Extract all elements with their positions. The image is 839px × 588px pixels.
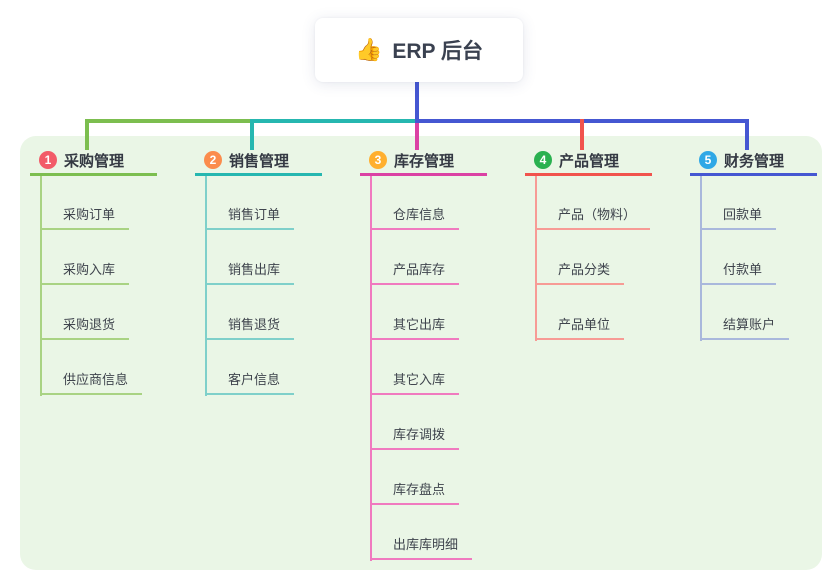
- leaf-node[interactable]: 销售订单: [205, 203, 295, 230]
- leaf-node[interactable]: 回款单: [700, 203, 777, 230]
- leaf-node-label: 结算账户: [723, 317, 776, 332]
- root-node-label: ERP 后台: [392, 40, 484, 63]
- leaf-node-label: 销售订单: [228, 207, 281, 222]
- leaf-node-label: 采购订单: [63, 207, 116, 222]
- leaf-node[interactable]: 产品分类: [535, 258, 625, 285]
- leaf-node-label: 采购退货: [63, 317, 116, 332]
- branch-node-财务管理[interactable]: 5 财务管理: [690, 147, 817, 176]
- branch-label: 财务管理: [724, 152, 785, 170]
- branch-label: 采购管理: [64, 152, 125, 170]
- branch-number-badge: 5: [699, 151, 717, 169]
- leaf-node[interactable]: 产品（物料）: [535, 203, 651, 230]
- leaf-node-label: 其它入库: [393, 372, 446, 387]
- leaf-node[interactable]: 销售出库: [205, 258, 295, 285]
- branch-label: 销售管理: [229, 152, 290, 170]
- leaf-node-label: 客户信息: [228, 372, 281, 387]
- root-trunk-line: [415, 82, 419, 120]
- leaf-node[interactable]: 库存盘点: [370, 478, 460, 505]
- leaf-node-label: 付款单: [723, 262, 763, 277]
- branch-drop-line: [250, 119, 254, 150]
- leaf-node-label: 产品（物料）: [558, 207, 637, 222]
- leaf-node[interactable]: 其它出库: [370, 313, 460, 340]
- leaf-node[interactable]: 付款单: [700, 258, 777, 285]
- branch-number-badge: 1: [39, 151, 57, 169]
- branch-drop-line: [415, 123, 419, 150]
- branch-spine-line: [535, 176, 537, 341]
- branch-label: 库存管理: [394, 152, 455, 170]
- branch-spine-line: [370, 176, 372, 561]
- leaf-node-label: 仓库信息: [393, 207, 446, 222]
- leaf-node[interactable]: 采购入库: [40, 258, 130, 285]
- leaf-node-label: 其它出库: [393, 317, 446, 332]
- leaf-node-label: 库存调拨: [393, 427, 446, 442]
- leaf-node[interactable]: 供应商信息: [40, 368, 143, 395]
- branch-drop-line: [745, 119, 749, 150]
- leaf-node-label: 回款单: [723, 207, 763, 222]
- leaf-node[interactable]: 结算账户: [700, 313, 790, 340]
- branch-spine-line: [40, 176, 42, 396]
- branches-panel: [20, 136, 822, 570]
- branch-node-库存管理[interactable]: 3 库存管理: [360, 147, 487, 176]
- thumbs-up-icon: 👍: [354, 37, 383, 62]
- branch-number-badge: 3: [369, 151, 387, 169]
- leaf-node-label: 产品库存: [393, 262, 446, 277]
- branch-spine-line: [205, 176, 207, 396]
- branch-number-badge: 4: [534, 151, 552, 169]
- leaf-node[interactable]: 采购订单: [40, 203, 130, 230]
- leaf-node[interactable]: 产品单位: [535, 313, 625, 340]
- leaf-node-label: 库存盘点: [393, 482, 446, 497]
- branch-node-采购管理[interactable]: 1 采购管理: [30, 147, 157, 176]
- leaf-node[interactable]: 其它入库: [370, 368, 460, 395]
- leaf-node[interactable]: 产品库存: [370, 258, 460, 285]
- rail-segment-green: [85, 119, 250, 123]
- root-node[interactable]: 👍 ERP 后台: [315, 18, 523, 82]
- leaf-node[interactable]: 采购退货: [40, 313, 130, 340]
- rail-segment-teal: [250, 119, 415, 123]
- branch-drop-line: [580, 119, 584, 150]
- leaf-node-label: 采购入库: [63, 262, 116, 277]
- leaf-node[interactable]: 仓库信息: [370, 203, 460, 230]
- branch-drop-line: [85, 119, 89, 150]
- branch-label: 产品管理: [559, 152, 620, 170]
- leaf-node-label: 出库库明细: [393, 537, 459, 552]
- leaf-node[interactable]: 库存调拨: [370, 423, 460, 450]
- leaf-node-label: 产品单位: [558, 317, 611, 332]
- leaf-node-label: 销售退货: [228, 317, 281, 332]
- leaf-node[interactable]: 销售退货: [205, 313, 295, 340]
- leaf-node-label: 产品分类: [558, 262, 611, 277]
- leaf-node-label: 供应商信息: [63, 372, 129, 387]
- branch-spine-line: [700, 176, 702, 341]
- leaf-node[interactable]: 客户信息: [205, 368, 295, 395]
- branch-node-销售管理[interactable]: 2 销售管理: [195, 147, 322, 176]
- leaf-node[interactable]: 出库库明细: [370, 533, 473, 560]
- leaf-node-label: 销售出库: [228, 262, 281, 277]
- branch-node-产品管理[interactable]: 4 产品管理: [525, 147, 652, 176]
- branch-number-badge: 2: [204, 151, 222, 169]
